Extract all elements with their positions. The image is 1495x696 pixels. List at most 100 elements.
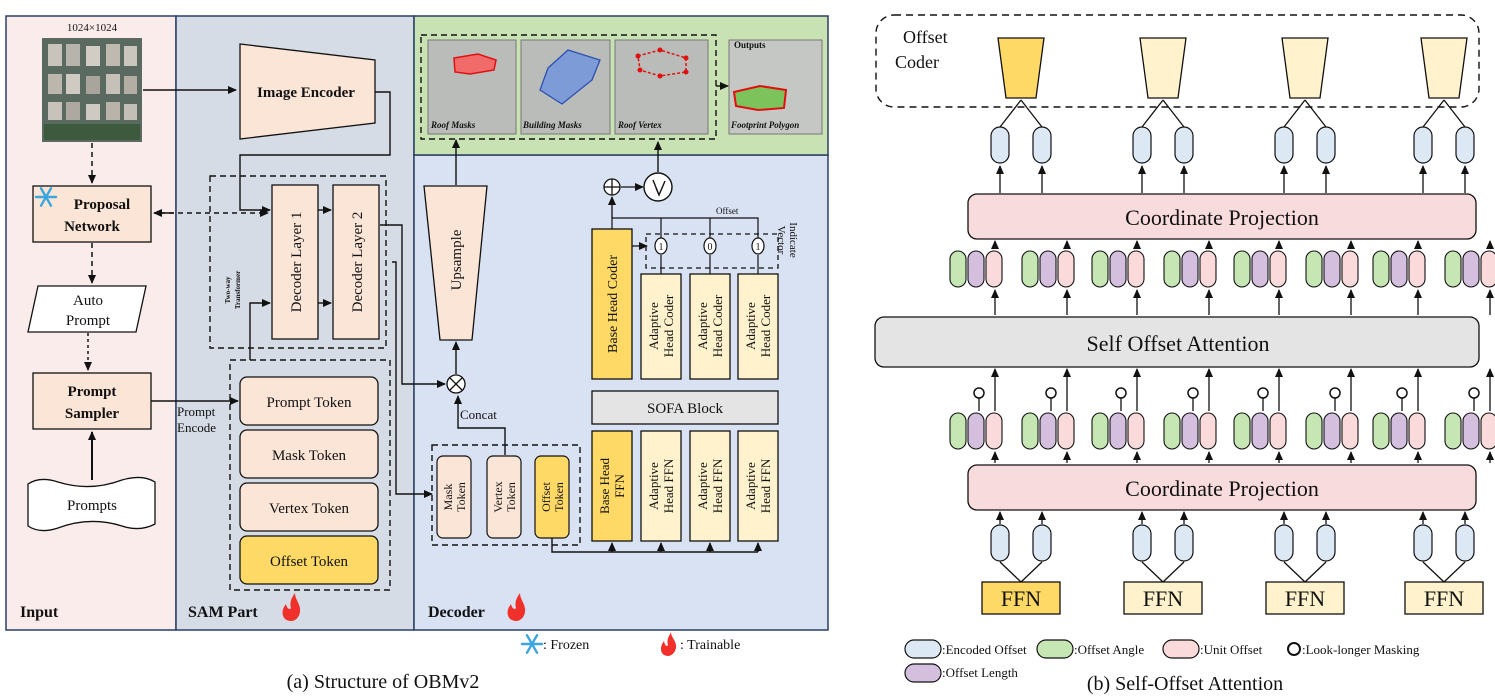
satellite-image [42,38,142,142]
offset-coder-label-1: Offset [903,27,948,47]
indicator-1: 1 [654,237,668,274]
svg-text:Offset Token: Offset Token [270,554,348,570]
two-way-transformer-group [209,175,387,349]
prompt-token: Prompt Token [239,376,379,426]
upsample-block: Upsample [423,185,488,341]
image-encoder: Image Encoder [239,43,376,140]
self-offset-attention: Self Offset Attention [874,316,1480,368]
svg-text:Adaptive: Adaptive [646,462,661,510]
footprint-polygon-image: Outputs Footprint Polygon [728,39,823,135]
svg-text:Head FFN: Head FFN [758,458,773,513]
legend-offset-angle: :Offset Angle [1036,639,1144,659]
offset-coder-2 [1139,37,1187,99]
adaptive-head-ffn-3: Adaptive Head FFN [737,430,779,542]
adaptive-head-ffn-1: Adaptive Head FFN [640,430,682,542]
svg-text:Base Head Coder: Base Head Coder [606,255,621,353]
outputs-group [420,34,717,140]
concat-label: Concat [460,407,497,422]
svg-text:Adaptive: Adaptive [743,302,758,350]
svg-text:Token: Token [552,482,566,512]
offset-coder-3 [1281,37,1329,99]
svg-text:Image Encoder: Image Encoder [257,85,355,101]
svg-text:Vertex: Vertex [491,481,505,512]
prompts-box: Prompts [27,476,156,532]
offset-triplet [1021,368,1075,463]
token-group [229,359,391,591]
svg-text:Mask Token: Mask Token [272,448,347,464]
svg-text:Outputs: Outputs [734,40,766,50]
svg-text:Head Coder: Head Coder [710,294,725,357]
encoded-offset-token [990,99,1022,193]
small-vertex-token: Vertex Token [486,455,522,539]
offset-triplet [949,240,1003,315]
svg-text:Prompt: Prompt [66,313,111,329]
svg-text:Network: Network [64,219,120,235]
sofa-block: SOFA Block [591,390,779,425]
svg-text::Encoded Offset: :Encoded Offset [942,642,1027,657]
encoded-offset-token [1443,511,1475,583]
encoded-offset-token [1304,511,1336,583]
svg-text:Coordinate Projection: Coordinate Projection [1125,476,1319,501]
caption-right: (b) Self-Offset Attention [1087,673,1283,695]
coordinate-projection-bottom: Coordinate Projection [967,464,1477,511]
offset-coder-label-2: Coder [895,52,939,72]
svg-text::Offset Angle: :Offset Angle [1074,642,1144,657]
offset-triplet [1372,240,1426,315]
snowflake-icon [520,634,544,654]
offset-coder-4 [1420,37,1468,99]
svg-text:FFN: FFN [612,473,627,497]
adaptive-head-ffn-2: Adaptive Head FFN [689,430,731,542]
encoded-offset-token [1020,99,1052,193]
encoded-offset-token [1162,511,1194,583]
snowflake-icon [34,187,58,207]
svg-text:Prompt Token: Prompt Token [267,395,352,411]
indicate-label: Indicate [787,222,799,258]
image-size-label: 1024×1024 [67,22,118,34]
indicate-vector-group [645,233,779,269]
indicator-3: 1 [751,237,765,274]
svg-text:FFN: FFN [1285,586,1325,611]
ffn-block-3: FFN [1265,581,1345,615]
svg-text:FFN: FFN [1001,586,1041,611]
offset-triplet [1021,240,1075,315]
svg-text:Upsample: Upsample [449,229,465,290]
svg-text:Roof Masks: Roof Masks [430,120,476,130]
svg-text:Token: Token [504,482,518,512]
svg-text:Adaptive: Adaptive [695,302,710,350]
svg-text::Offset Length: :Offset Length [942,665,1018,680]
svg-text:Mask: Mask [441,484,455,511]
encoded-offset-token [1413,511,1445,583]
offset-triplet [1233,368,1287,463]
svg-text:Building Masks: Building Masks [522,120,582,130]
caption-left: (a) Structure of OBMv2 [287,671,480,693]
svg-text::Unit Offset: :Unit Offset [1200,642,1263,657]
svg-text:Footprint Polygon: Footprint Polygon [730,120,799,130]
prompt-encode-label-1: Prompt [177,404,216,419]
coordinate-projection-top: Coordinate Projection [967,193,1477,240]
legend-trainable: : Trainable [680,638,740,653]
vector-operator [643,172,673,202]
offset-label: Offset [716,206,739,216]
roof-vertex-image: Roof Vertex [614,39,709,135]
legend-look-longer: :Look-longer Masking [1287,642,1420,657]
decoder-layer-1: Decoder Layer 1 [271,184,319,340]
small-token-group [431,444,581,546]
offset-token: Offset Token [239,535,379,585]
svg-text:0: 0 [708,242,713,253]
offset-triplet [1444,368,1495,463]
encoded-offset-token [1413,99,1445,193]
offset-triplet [949,368,1003,463]
svg-text:1: 1 [756,242,761,253]
encoded-offset-token [1443,99,1475,193]
adaptive-head-coder-3: Adaptive Head Coder [737,273,779,380]
base-head-coder: Base Head Coder [591,228,633,380]
encoded-offset-token [1132,99,1164,193]
legend-frozen: : Frozen [543,638,589,653]
transformer-label: Transformer [234,271,242,309]
svg-text:Sampler: Sampler [65,406,120,422]
svg-text:Token: Token [454,482,468,512]
vector-label: Vector [775,226,787,255]
input-panel-label: Input [20,604,59,621]
prompt-encode-label-2: Encode [177,420,216,435]
